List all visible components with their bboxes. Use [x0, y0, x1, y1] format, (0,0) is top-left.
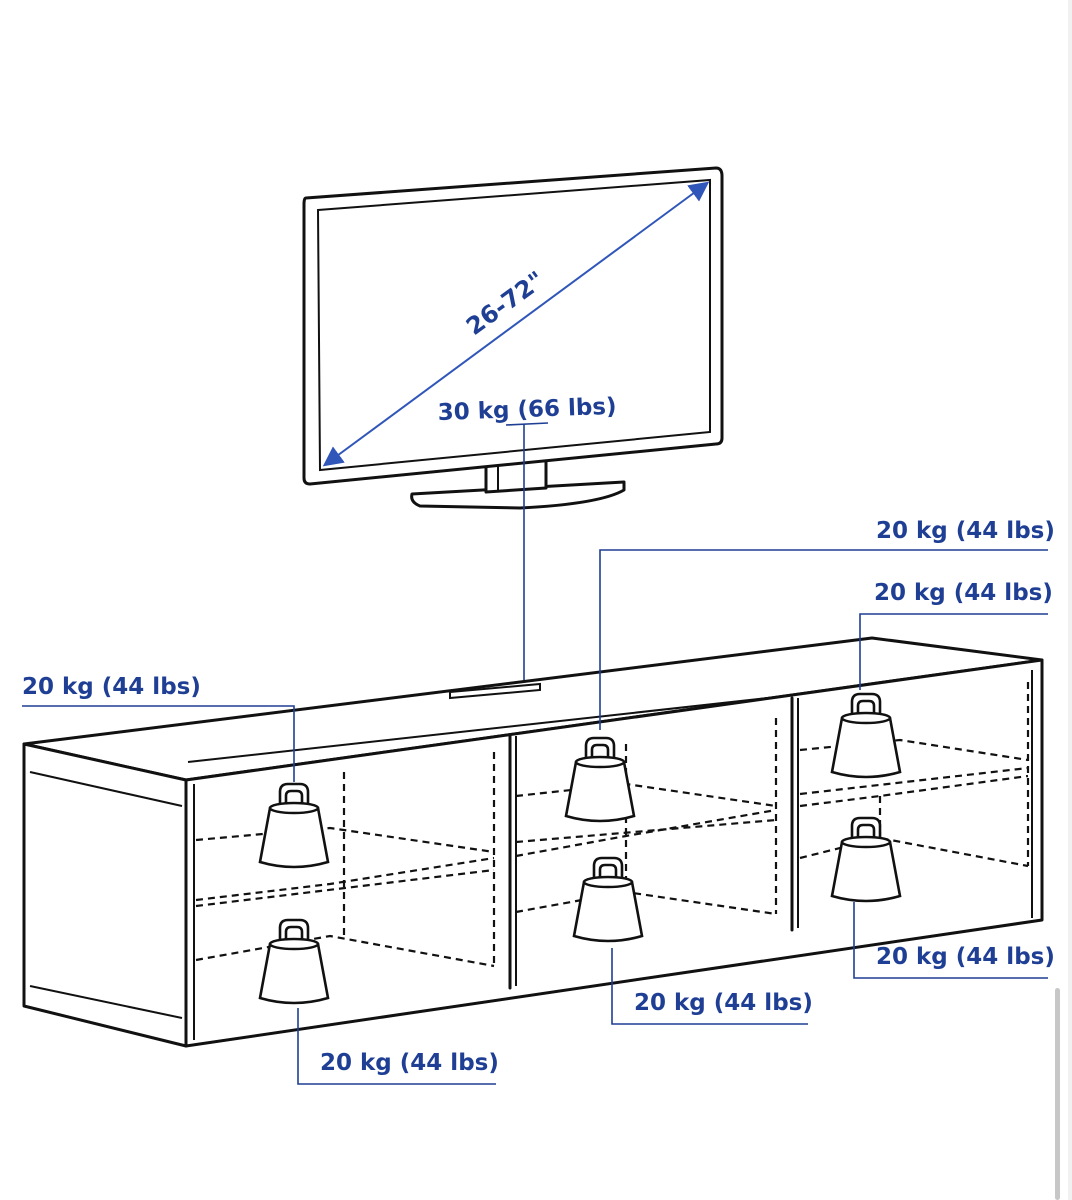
- tv-load-label: 30 kg (66 lbs): [437, 394, 617, 426]
- load-label-left-top: 20 kg (44 lbs): [22, 674, 201, 700]
- load-label-right-bottom: 20 kg (44 lbs): [876, 944, 1055, 970]
- load-label-middle-bottom: 20 kg (44 lbs): [634, 990, 813, 1016]
- scrollbar[interactable]: [1055, 988, 1060, 1200]
- tv-icon: [302, 166, 724, 510]
- tv-bench: [22, 636, 1044, 1048]
- page-edge: [1068, 0, 1072, 1200]
- load-label-right-top: 20 kg (44 lbs): [874, 580, 1053, 606]
- load-label-middle-top: 20 kg (44 lbs): [876, 518, 1055, 544]
- load-label-left-bottom: 20 kg (44 lbs): [320, 1050, 499, 1076]
- double-arrow-icon: [322, 181, 710, 467]
